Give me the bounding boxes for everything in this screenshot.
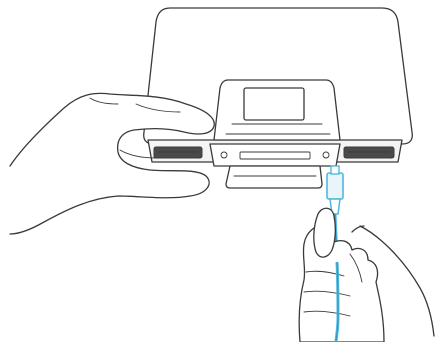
right-vent: [343, 146, 395, 159]
left-hand-illustration: [9, 92, 215, 235]
device-foot: [225, 165, 323, 189]
left-vent: [153, 146, 203, 159]
right-hand-illustration: [298, 207, 435, 342]
sensor-window: [243, 87, 305, 121]
device-illustration: [143, 7, 413, 189]
camera-block: [209, 143, 341, 167]
usb-connector: [326, 172, 344, 200]
screen-panel: [143, 7, 413, 145]
